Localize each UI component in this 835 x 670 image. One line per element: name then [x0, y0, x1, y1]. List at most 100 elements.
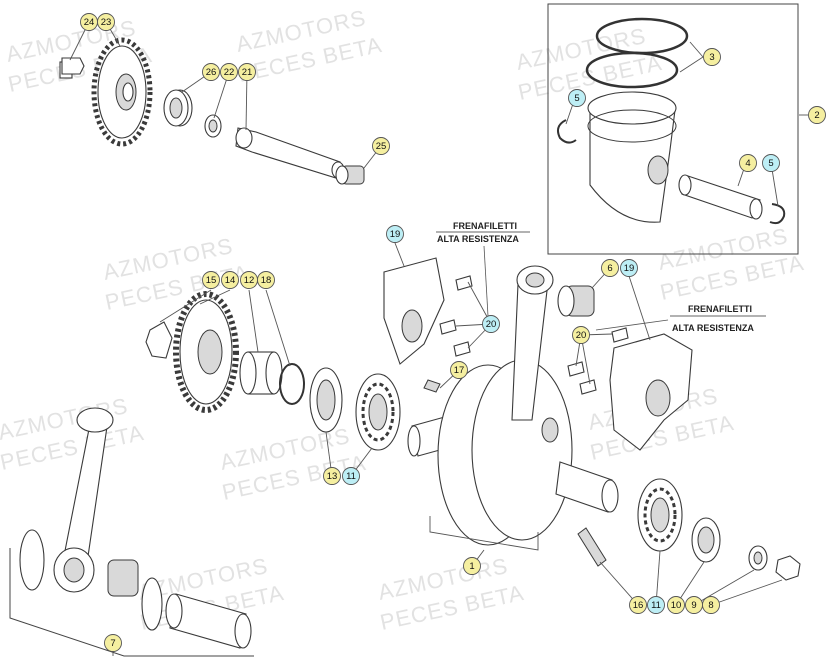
callout-4: 4 [739, 154, 757, 172]
callout-19: 19 [620, 259, 638, 277]
callout-17: 17 [450, 361, 468, 379]
callout-3: 3 [703, 48, 721, 66]
callout-15: 15 [202, 271, 220, 289]
balancer-shaft-part [235, 127, 345, 179]
callout-11: 11 [342, 467, 360, 485]
callout-number: 23 [101, 17, 112, 28]
callout-circle [386, 225, 404, 243]
callout-number: 5 [768, 158, 773, 169]
thread-lock-note-1-line2: ALTA RESISTENZA [437, 234, 519, 244]
callout-circle [702, 596, 720, 614]
screw-set-left [439, 275, 473, 357]
callout-number: 21 [242, 67, 253, 78]
conrod-kit-washer-right [141, 577, 163, 631]
oring-part [279, 363, 305, 405]
oil-seal-part-right [691, 517, 721, 563]
callout-circle [238, 63, 256, 81]
callout-circle [372, 137, 390, 155]
callout-circle [202, 63, 220, 81]
washer-part-right [748, 545, 768, 571]
callout-number: 15 [206, 275, 217, 286]
oil-seal-part-left [309, 367, 343, 433]
crank-pin-part [165, 593, 252, 649]
callout-18: 18 [257, 271, 275, 289]
callout-number: 22 [224, 67, 235, 78]
callout-circle [323, 467, 341, 485]
callout-number: 18 [261, 275, 272, 286]
callout-circle [221, 271, 239, 289]
callout-number: 12 [244, 275, 255, 286]
piston-kit-frame [547, 3, 799, 255]
bushing-part [163, 89, 193, 127]
thread-lock-note-2-line2: ALTA RESISTENZA [672, 323, 754, 333]
spacer-part [239, 351, 283, 395]
callout-7: 7 [104, 634, 122, 652]
callout-20: 20 [572, 326, 590, 344]
callout-19: 19 [386, 225, 404, 243]
circlip-part-right [769, 203, 786, 225]
callout-number: 14 [225, 275, 236, 286]
callout-2: 2 [808, 106, 826, 124]
callout-number: 7 [110, 638, 115, 649]
callout-circle [703, 48, 721, 66]
callout-9: 9 [685, 596, 703, 614]
callout-number: 3 [709, 52, 714, 63]
callout-number: 19 [624, 263, 635, 274]
callout-number: 16 [633, 600, 644, 611]
callout-circle [257, 271, 275, 289]
callout-13: 13 [323, 467, 341, 485]
piston-ring-2 [585, 51, 679, 89]
callout-circle [220, 63, 238, 81]
callout-circle [450, 361, 468, 379]
callout-10: 10 [667, 596, 685, 614]
screw-part [59, 57, 85, 79]
callout-circle [647, 596, 665, 614]
main-bearing-part-right [637, 478, 683, 552]
thread-lock-note-2: FRENAFILETTI ALTA RESISTENZA [595, 304, 766, 333]
primary-gear-part [173, 291, 239, 413]
callout-circle [808, 106, 826, 124]
callout-number: 17 [454, 365, 465, 376]
callout-number: 1 [469, 561, 474, 572]
washer-part [204, 114, 222, 138]
oil-pump-part-right [609, 333, 693, 451]
callout-number: 20 [486, 319, 497, 330]
callout-16: 16 [629, 596, 647, 614]
callout-20: 20 [482, 315, 500, 333]
piston-pin-part [678, 174, 763, 220]
callout-circle [342, 467, 360, 485]
callout-circle [667, 596, 685, 614]
callout-24: 24 [80, 13, 98, 31]
callout-6: 6 [601, 259, 619, 277]
conrod-kit-bearing [107, 559, 139, 597]
woodruff-key-part [423, 379, 441, 393]
thread-lock-note-1-line1: FRENAFILETTI [453, 221, 517, 231]
callout-number: 8 [708, 600, 713, 611]
balancer-group [59, 37, 365, 185]
piston-group [557, 17, 786, 225]
callout-number: 25 [376, 141, 387, 152]
callout-5: 5 [762, 154, 780, 172]
connecting-rod-part [511, 265, 554, 421]
callout-number: 20 [576, 330, 587, 341]
callout-circle [629, 596, 647, 614]
callout-number: 11 [346, 471, 356, 482]
callout-circle [620, 259, 638, 277]
conrod-kit-bracket [9, 548, 254, 657]
callout-number: 24 [84, 17, 95, 28]
callout-1: 1 [463, 557, 481, 575]
callout-circle [97, 13, 115, 31]
callout-circle [202, 271, 220, 289]
callout-circle [762, 154, 780, 172]
callout-23: 23 [97, 13, 115, 31]
callout-number: 10 [671, 600, 682, 611]
needle-bearing-part [335, 165, 365, 185]
callout-12: 12 [240, 271, 258, 289]
callout-circle [572, 326, 590, 344]
callout-circle [739, 154, 757, 172]
circlip-part-left [557, 119, 577, 144]
callout-number: 13 [327, 471, 338, 482]
callout-22: 22 [220, 63, 238, 81]
